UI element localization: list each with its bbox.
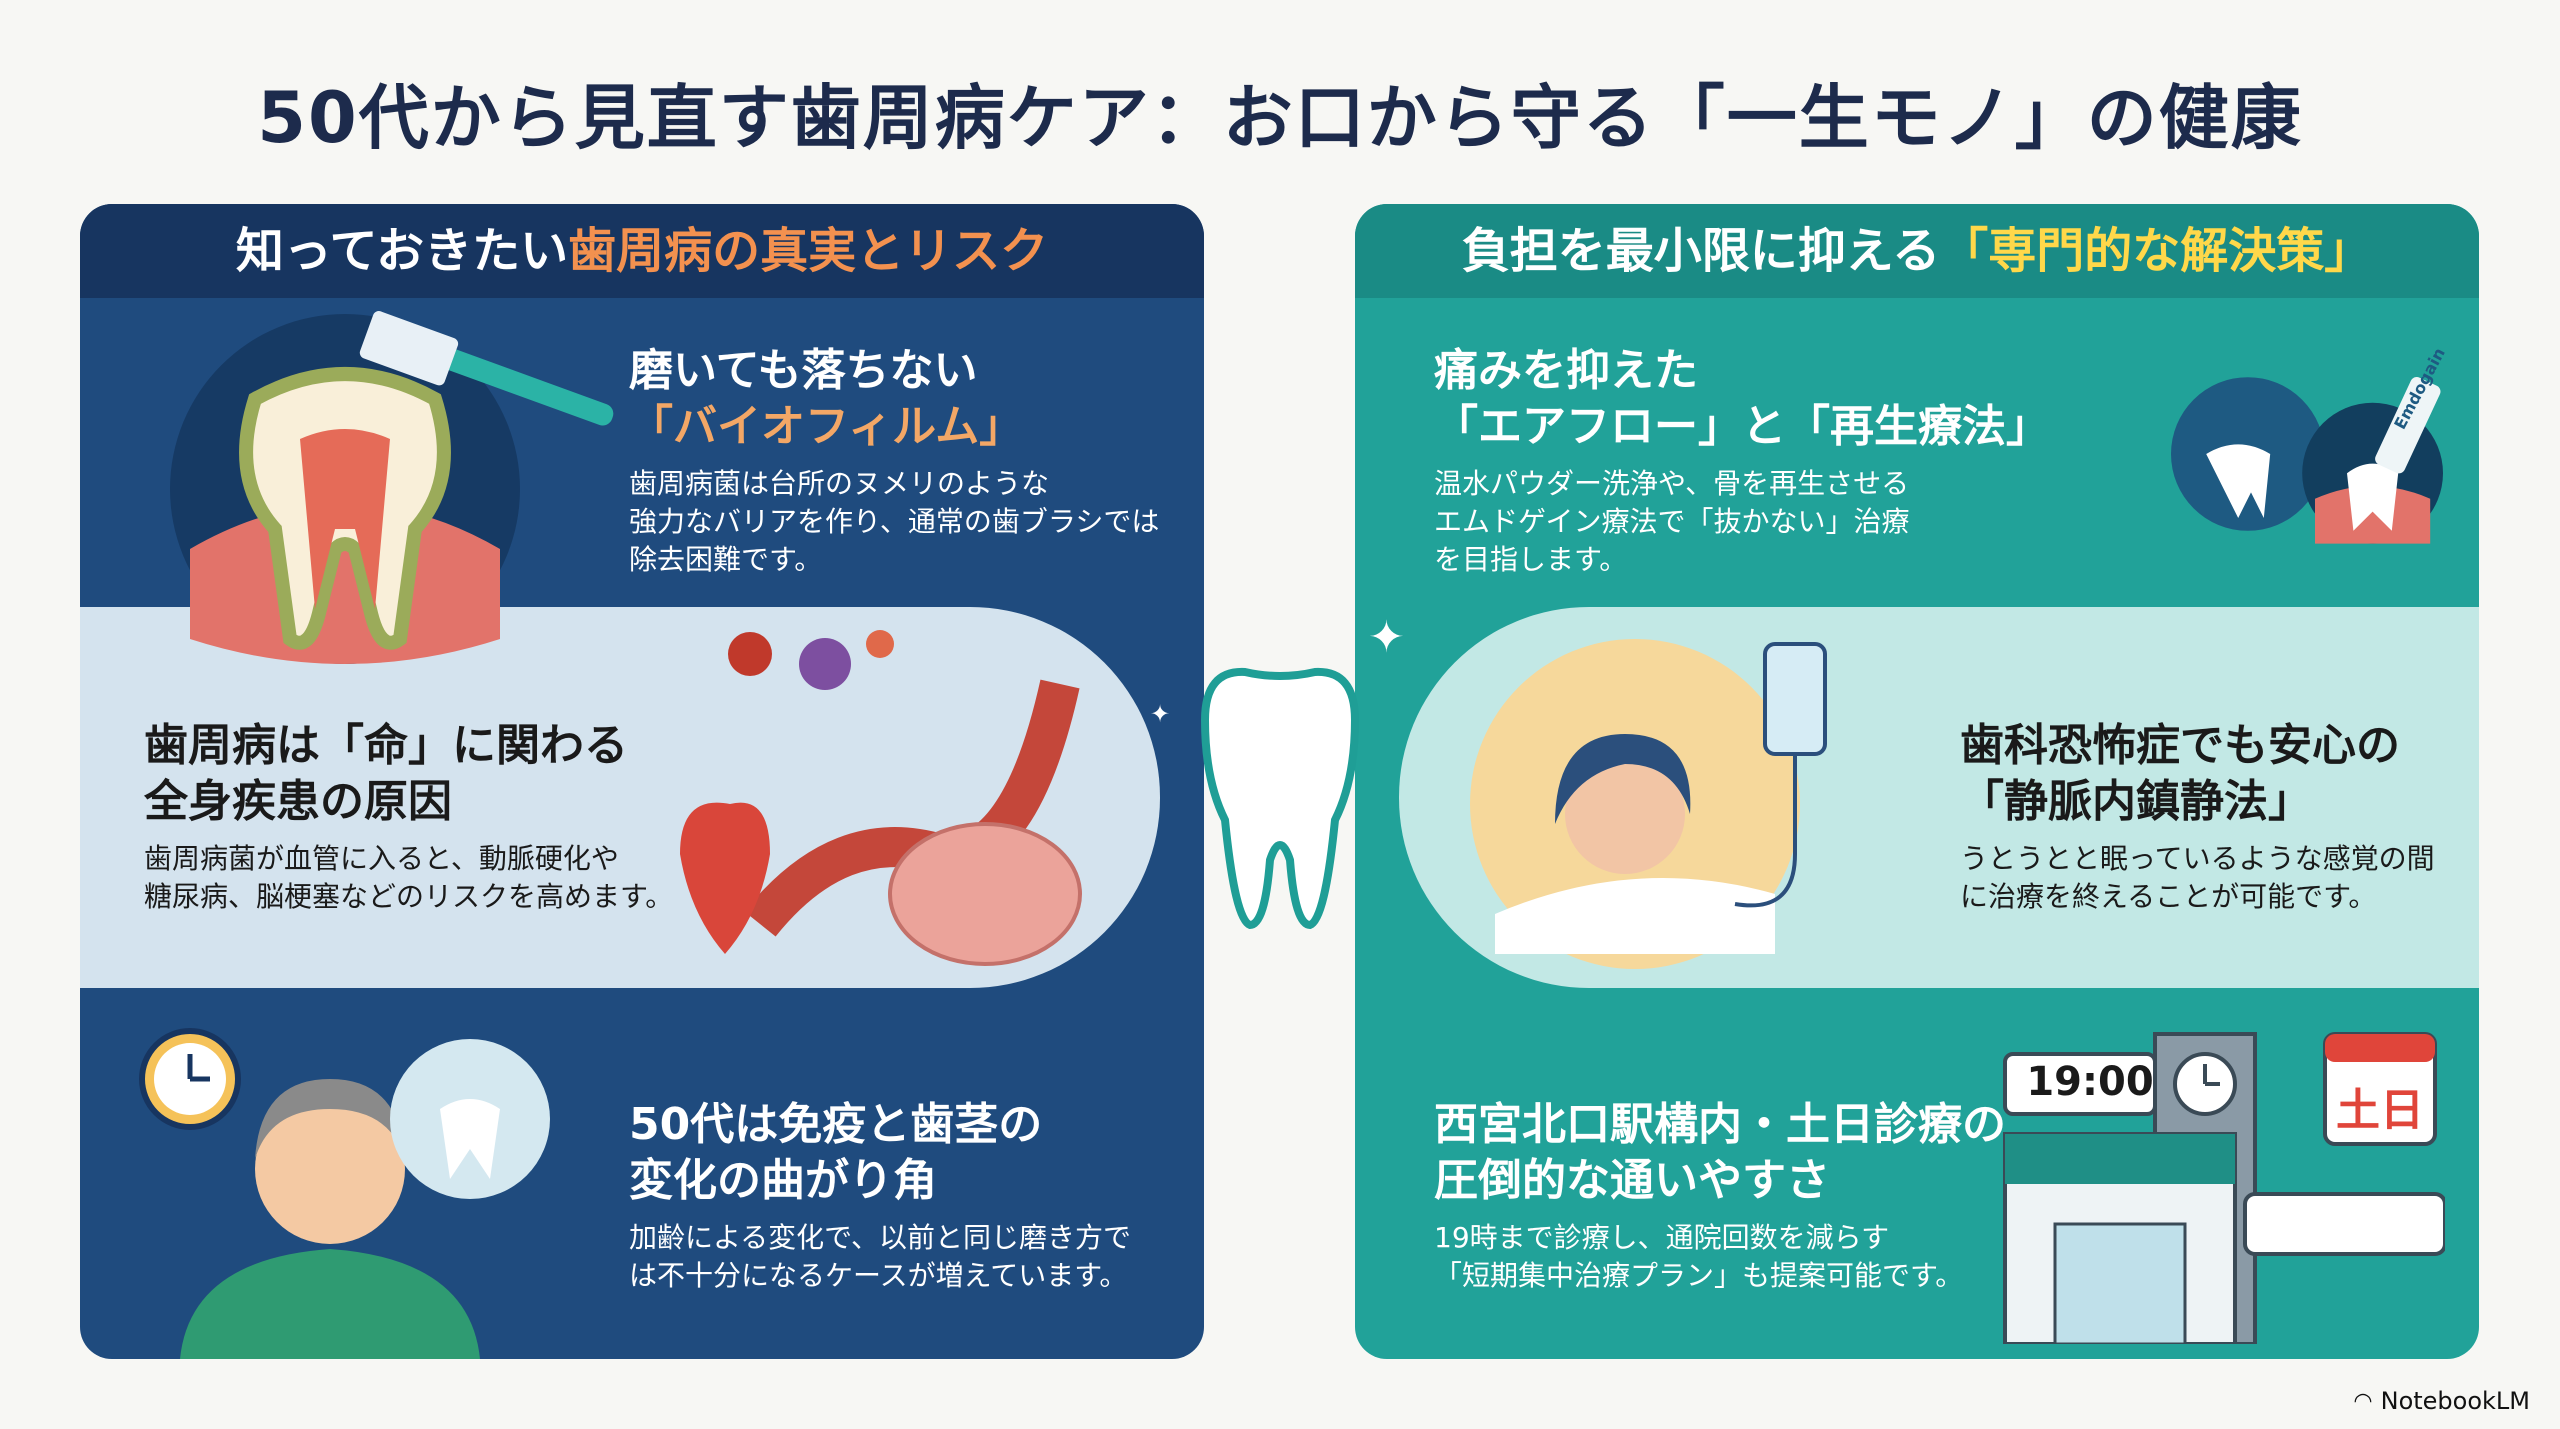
item-body: エムドゲイン療法で「抜かない」治療 — [1434, 505, 1910, 538]
item-title: 痛みを抑えた — [1434, 345, 1698, 396]
weekend-calendar-label: 土日 — [2336, 1085, 2424, 1136]
item-body: を目指します。 — [1434, 543, 1628, 576]
risk-panel: 知っておきたい歯周病の真実とリスク 磨いても落ちない「バイオフィルム」 歯周病菌… — [80, 204, 1204, 1359]
item-title: 「静脈内鎮静法」 — [1960, 776, 2312, 827]
clock-time-label: 19:00 — [2026, 1059, 2154, 1105]
item-body: 温水パウダー洗浄や、骨を再生させる — [1434, 467, 1910, 500]
age-change-block: 50代は免疫と歯茎の変化の曲がり角 加齢による変化で、以前と同じ磨き方では不十分… — [629, 1097, 1131, 1295]
sedation-block: 歯科恐怖症でも安心の「静脈内鎮静法」 うとうとと眠っているような感覚の間に治療を… — [1960, 718, 2435, 916]
item-title: 磨いても落ちない — [629, 345, 978, 396]
solution-panel: 負担を最小限に抑える「専門的な解決策」 痛みを抑えた「エアフロー」と「再生療法」… — [1355, 204, 2479, 1359]
tooth-icon — [1200, 667, 1360, 930]
header-plain-text: 負担を最小限に抑える — [1461, 223, 1941, 279]
item-title: 「エアフロー」と「再生療法」 — [1434, 401, 2050, 452]
item-body: は不十分になるケースが増えています。 — [629, 1259, 1128, 1292]
heart-brain-illustration — [680, 630, 1082, 966]
brand-label: NotebookLM — [2380, 1387, 2530, 1415]
risk-panel-header: 知っておきたい歯周病の真実とリスク — [80, 204, 1204, 298]
sparkle-icon: ✦ — [1368, 612, 1405, 663]
item-title: 西宮北口駅構内・土日診療の — [1434, 1099, 2006, 1150]
item-body: 糖尿病、脳梗塞などのリスクを高めます。 — [144, 880, 674, 913]
item-body: 「短期集中治療プラン」も提案可能です。 — [1434, 1259, 1964, 1292]
item-body: 加齢による変化で、以前と同じ磨き方で — [629, 1221, 1132, 1254]
item-title: 全身疾患の原因 — [144, 776, 452, 827]
item-body: 19時まで診療し、通院回数を減らす — [1434, 1221, 1890, 1254]
access-block: 西宮北口駅構内・土日診療の圧倒的な通いやすさ 19時まで診療し、通院回数を減らす… — [1434, 1097, 2006, 1295]
systemic-risk-block: 歯周病は「命」に関わる全身疾患の原因 歯周病菌が血管に入ると、動脈硬化や糖尿病、… — [144, 718, 673, 916]
sparkle-icon: ✦ — [1150, 700, 1171, 728]
item-body: うとうとと眠っているような感覚の間 — [1960, 842, 2435, 875]
solution-panel-header: 負担を最小限に抑える「専門的な解決策」 — [1355, 204, 2479, 298]
item-body: に治療を終えることが可能です。 — [1960, 880, 2377, 913]
biofilm-tooth-illustration — [170, 311, 614, 664]
notebooklm-brand: ◠ NotebookLM — [2353, 1387, 2530, 1415]
senior-man-illustration — [139, 1028, 550, 1359]
item-title: 歯周病は「命」に関わる — [144, 720, 628, 771]
page-title: 50代から見直す歯周病ケア：お口から守る「一生モノ」の健康 — [257, 77, 2303, 159]
airflow-emdogain-illustration — [2171, 377, 2443, 544]
notebooklm-logo-icon: ◠ — [2353, 1388, 2373, 1414]
station-clinic-illustration — [2003, 1032, 2445, 1344]
item-body: 除去困難です。 — [629, 543, 823, 576]
header-accent-text: 「専門的な解決策」 — [1940, 223, 2373, 279]
header-accent-text: 歯周病の真実とリスク — [568, 223, 1049, 279]
item-title: 歯科恐怖症でも安心の — [1960, 720, 2400, 771]
header-plain-text: 知っておきたい — [235, 223, 569, 279]
item-title: 50代は免疫と歯茎の — [629, 1099, 1043, 1150]
sedation-patient-illustration — [1470, 639, 1827, 969]
item-title: 圧倒的な通いやすさ — [1434, 1155, 1830, 1206]
item-body: 歯周病菌が血管に入ると、動脈硬化や — [144, 842, 619, 875]
biofilm-block: 磨いても落ちない「バイオフィルム」 歯周病菌は台所のヌメリのような強力なバリアを… — [629, 343, 1159, 579]
item-title: 変化の曲がり角 — [629, 1155, 937, 1206]
item-body: 強力なバリアを作り、通常の歯ブラシでは — [629, 505, 1160, 538]
airflow-regeneration-block: 痛みを抑えた「エアフロー」と「再生療法」 温水パウダー洗浄や、骨を再生させるエム… — [1434, 343, 2050, 579]
item-title-accent: 「バイオフィルム」 — [629, 401, 1024, 452]
item-body: 歯周病菌は台所のヌメリのような — [629, 467, 1050, 500]
